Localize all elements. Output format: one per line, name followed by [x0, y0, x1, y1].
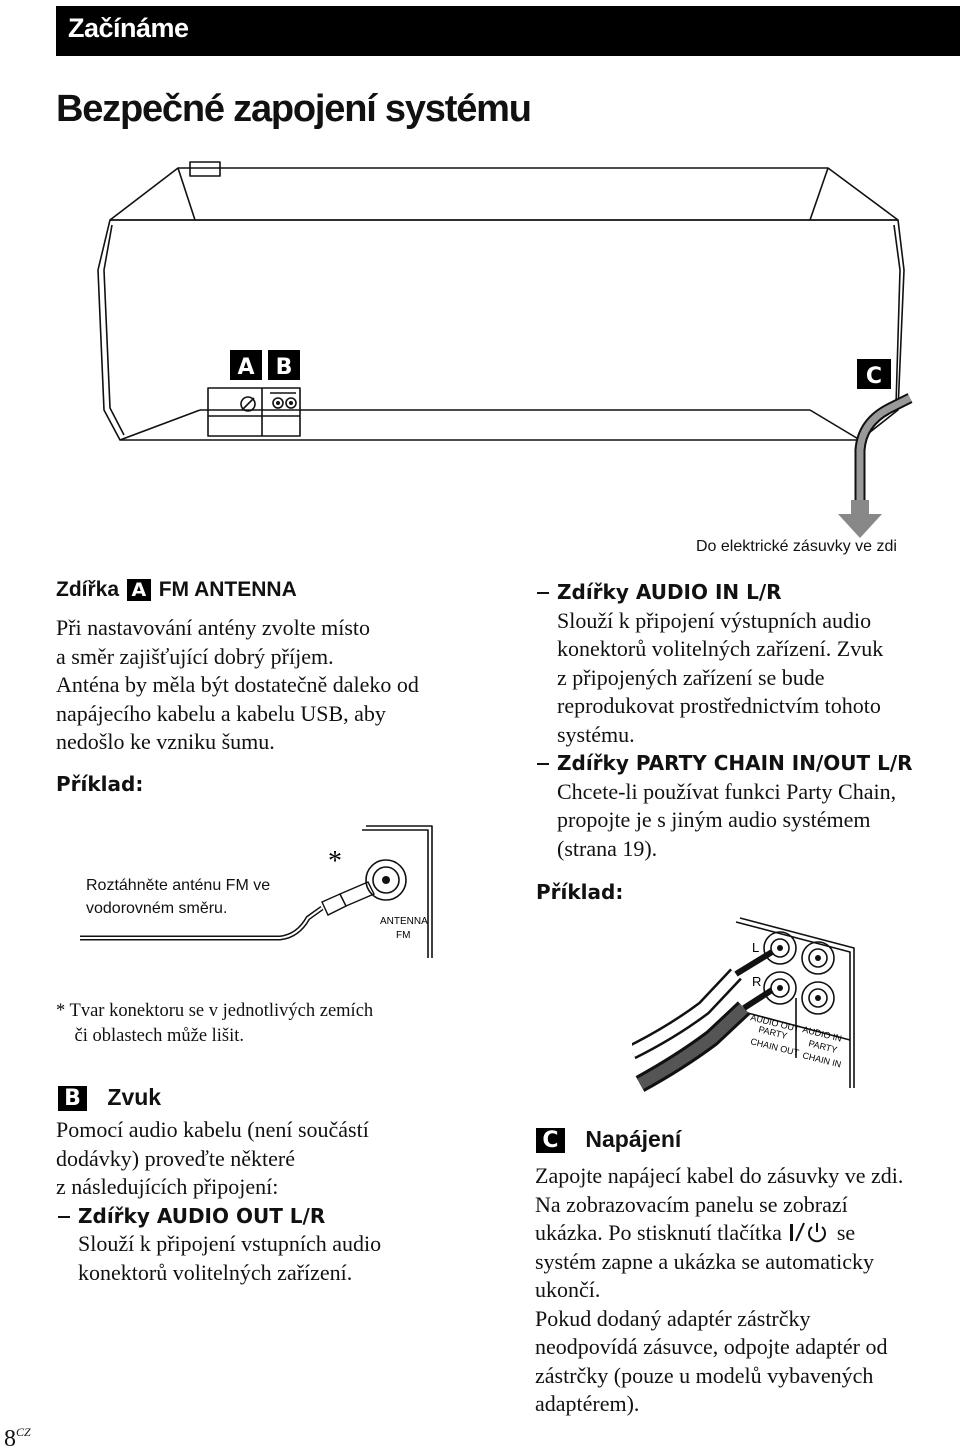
list-item: Zdířky AUDIO OUT L/R Slouží k připojení … [56, 1202, 381, 1288]
antenna-wire [80, 905, 324, 941]
list-item-title: Zdířky PARTY CHAIN IN/OUT L/R [557, 751, 913, 775]
down-arrow-icon [838, 500, 882, 538]
section-a-example-label: Příklad: [56, 772, 144, 796]
panel-outline [735, 917, 855, 1088]
section-a-heading: Zdířka A FM ANTENNA [56, 578, 297, 602]
antenna-note: Roztáhněte anténu FM ve vodorovném směru… [86, 874, 270, 920]
text-line: Anténa by měla být dostatečně daleko od [56, 672, 419, 697]
text-line: konektorů volitelných zařízení. Zvuk [557, 636, 884, 661]
antenna-plug [321, 881, 375, 916]
text-line: (strana 19). [557, 835, 658, 861]
svg-text:FM: FM [396, 930, 410, 941]
label-box-b: B [268, 350, 300, 380]
section-c-letter-box: C [536, 1128, 565, 1154]
text-line: Chcete-li používat funkci Party Chain, [557, 778, 897, 804]
fm-antenna-jack: ANTENNA FM [362, 825, 433, 958]
text-fragment: se [836, 1220, 856, 1245]
section-header-bar [56, 6, 960, 56]
list-item: Zdířky PARTY CHAIN IN/OUT L/R Chcete-li … [535, 749, 913, 863]
audio-cables [632, 949, 774, 1092]
text-line: Zapojte napájecí kabel do zásuvky ve zdi… [535, 1163, 904, 1188]
text-line: Při nastavování antény zvolte místo [56, 615, 371, 640]
text-line: Na zobrazovacím panelu se zobrazí [535, 1191, 848, 1217]
antenna-note-line: vodorovném směru. [86, 900, 228, 917]
section-a-heading-rest: FM ANTENNA [158, 578, 297, 601]
text-line: systému. [557, 721, 635, 747]
svg-text:C: C [866, 364, 882, 389]
text-fragment: ukázka. Po stisknutí tlačítka [535, 1220, 782, 1245]
section-b-paragraph: Pomocí audio kabelu (není součástí dodáv… [56, 1116, 381, 1287]
footnote: * Tvar konektoru se v jednotlivých zemíc… [56, 999, 373, 1049]
footnote-line: či oblastech může lišit. [56, 1026, 245, 1046]
section-b-heading: B Zvuk [58, 1084, 162, 1112]
section-a-letter-box: A [126, 579, 151, 602]
page-number-suffix: CZ [16, 1425, 31, 1439]
footnote-line: * Tvar konektoru se v jednotlivých zemíc… [56, 1001, 374, 1021]
asterisk-mark: * [328, 846, 342, 877]
section-c-heading: C Napájení [536, 1126, 682, 1154]
label-box-c: C [857, 359, 891, 389]
svg-text:A: A [237, 355, 254, 380]
text-line: neodpovídá zásuvce, odpojte adaptér od [535, 1334, 888, 1359]
text-line: napájecího kabelu a kabelu USB, aby [56, 700, 386, 726]
text-line: a směr zajišťující dobrý příjem. [56, 643, 334, 669]
section-b-continued-list: Zdířky AUDIO IN L/R Slouží k připojení v… [535, 578, 913, 863]
section-b-heading-text: Zvuk [107, 1084, 162, 1110]
text-line: ukončí. [535, 1277, 601, 1302]
text-line: Slouží k připojení výstupních audio [557, 607, 872, 633]
dash-mark [537, 763, 549, 765]
rca-jacks [763, 931, 835, 1015]
text-line: nedošlo ke vzniku šumu. [56, 729, 275, 754]
audio-panel-diagram: L R AUDIO OUT PARTY CHAIN OUT AUDIO IN P… [632, 917, 855, 1092]
svg-text:R: R [752, 974, 761, 989]
text-line: konektorů volitelných zařízení. [78, 1259, 353, 1285]
outlet-note: Do elektrické zásuvky ve zdi [696, 538, 897, 555]
svg-text:CHAIN OUT: CHAIN OUT [750, 1036, 801, 1058]
dash-mark [58, 1215, 70, 1218]
page-number: 8CZ [4, 1425, 31, 1453]
text-line: Pomocí audio kabelu (není součástí [56, 1117, 369, 1142]
section-b-example-label: Příklad: [536, 880, 624, 904]
svg-text:B: B [276, 355, 293, 380]
list-item: Zdířky AUDIO IN L/R Slouží k připojení v… [535, 578, 913, 749]
section-a-heading-prefix: Zdířka [56, 578, 120, 601]
text-line: reprodukovat prostřednictvím tohoto [557, 693, 881, 718]
text-line: propojte je s jiným audio systémem [557, 807, 871, 832]
section-title: Začínáme [68, 13, 189, 43]
text-line: systém zapne a ukázka se automaticky [535, 1248, 875, 1274]
text-line: ukázka. Po stisknutí tlačítka se [535, 1219, 903, 1248]
text-line: zástrčky (pouze u modelů vybavených [535, 1362, 874, 1388]
power-cord [854, 393, 913, 500]
text-line: z následujících připojení: [56, 1174, 279, 1199]
list-item-title: Zdířky AUDIO IN L/R [557, 580, 782, 604]
antenna-note-line: Roztáhněte anténu FM ve [86, 877, 271, 894]
svg-text:L: L [752, 940, 759, 955]
page-number-value: 8 [4, 1426, 16, 1452]
dash-mark [537, 592, 549, 594]
unit-rear-diagram: A B C [97, 161, 913, 538]
section-a-paragraph: Při nastavování antény zvolte místo a sm… [56, 614, 419, 757]
section-c-paragraph: Zapojte napájecí kabel do zásuvky ve zdi… [535, 1162, 903, 1419]
svg-text:ANTENNA: ANTENNA [380, 916, 428, 927]
label-box-a: A [230, 350, 262, 380]
power-button-icon [790, 1222, 827, 1243]
section-c-heading-text: Napájení [585, 1126, 682, 1152]
page-title: Bezpečné zapojení systému [56, 88, 532, 130]
text-line: dodávky) proveďte některé [56, 1145, 296, 1171]
unit-body-outline [97, 161, 905, 441]
section-b-letter-box: B [58, 1086, 87, 1112]
text-line: adaptérem). [535, 1391, 640, 1416]
text-line: z připojených zařízení se bude [557, 664, 825, 690]
list-item-title: Zdířky AUDIO OUT L/R [78, 1203, 326, 1228]
text-line: Pokud dodaný adaptér zástrčky [535, 1305, 811, 1331]
rear-jack-panel [207, 387, 301, 437]
text-line: Slouží k připojení vstupních audio [78, 1231, 382, 1256]
antenna-diagram: * ANTENNA FM [80, 825, 433, 958]
